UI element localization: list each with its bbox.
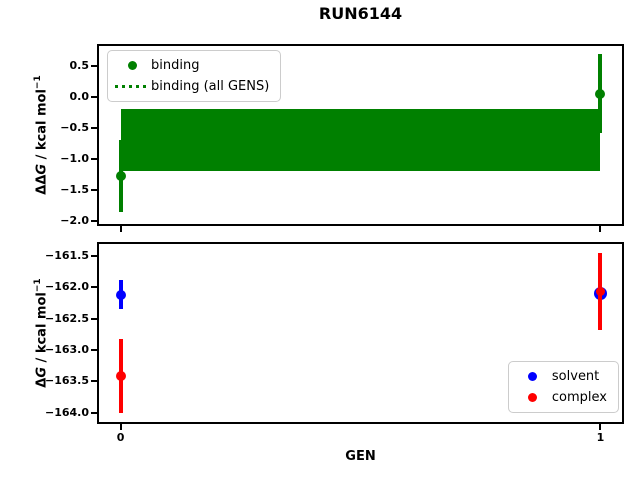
y-tick-mark	[91, 64, 97, 67]
legend-label: solvent	[551, 369, 600, 384]
y-axis-label-part: G	[34, 366, 50, 378]
y-tick-mark	[91, 317, 97, 320]
data-point-complex	[595, 287, 605, 297]
y-tick-mark	[91, 254, 97, 257]
y-tick-mark	[91, 126, 97, 129]
legend-item: binding	[113, 56, 269, 75]
data-point-binding	[115, 171, 126, 182]
y-tick-mark	[91, 348, 97, 351]
y-tick-label: −163.5	[44, 374, 89, 388]
y-axis-label: ΔG / kcal mol−1	[29, 233, 50, 433]
y-tick-label: −2.0	[60, 213, 89, 227]
y-tick-label: −162.0	[44, 280, 89, 294]
legend-dot	[528, 393, 538, 402]
y-axis-label-part: Δ	[34, 377, 50, 388]
x-tick-mark	[599, 424, 602, 430]
legend-item: binding (all GENS)	[113, 77, 269, 96]
subplot-0-axes	[97, 44, 624, 226]
subplot-1-axes	[97, 242, 624, 424]
uncertainty-band	[120, 108, 601, 171]
dot-marker-icon	[113, 61, 151, 70]
legend-box-bottom: solvent complex	[507, 361, 619, 413]
y-axis-label-part: / kcal mol	[34, 89, 50, 164]
legend-dot	[528, 372, 538, 381]
y-tick-label: −1.5	[60, 182, 89, 196]
data-point-binding	[595, 88, 606, 99]
y-tick-label: 0.0	[69, 89, 90, 103]
dot-marker-icon	[514, 372, 552, 381]
y-tick-mark	[91, 219, 97, 222]
y-tick-label: −164.0	[44, 405, 89, 419]
x-tick-label: 0	[116, 431, 125, 444]
dot-marker-icon	[514, 393, 552, 402]
legend-label: binding (all GENS)	[151, 79, 270, 94]
y-tick-label: −1.0	[60, 151, 89, 165]
chart-title: RUN6144	[318, 4, 403, 23]
data-point-solvent	[115, 289, 126, 300]
y-tick-mark	[91, 157, 97, 160]
y-tick-label: −163.0	[44, 342, 89, 356]
x-axis-label: GEN	[345, 449, 376, 464]
legend-item: complex	[514, 388, 607, 407]
y-axis-label-part: −1	[33, 75, 43, 90]
y-tick-label: 0.5	[69, 58, 90, 72]
legend-item: solvent	[514, 367, 607, 386]
x-tick-label: 1	[596, 431, 605, 444]
y-axis-label-part: G	[34, 163, 50, 175]
legend-dot	[127, 61, 137, 70]
legend-dotted-line	[115, 85, 149, 88]
y-axis-label: ΔΔG / kcal mol−1	[29, 35, 50, 235]
y-axis-label-part: −1	[33, 278, 43, 293]
y-tick-mark	[91, 95, 97, 98]
y-axis-label-part: / kcal mol	[34, 292, 50, 367]
dotted-line-icon	[113, 85, 151, 88]
legend-label: binding	[151, 58, 200, 73]
x-tick-mark	[119, 226, 122, 232]
legend-label: complex	[551, 390, 607, 405]
legend-box-top: binding binding (all GENS)	[107, 50, 282, 102]
y-tick-mark	[91, 411, 97, 414]
y-tick-label: −161.5	[44, 248, 89, 262]
y-tick-label: −0.5	[60, 120, 89, 134]
data-point-complex	[115, 371, 126, 382]
x-tick-mark	[119, 424, 122, 430]
x-tick-mark	[599, 226, 602, 232]
y-axis-label-part: ΔΔ	[34, 174, 50, 195]
y-tick-label: −162.5	[44, 311, 89, 325]
y-tick-mark	[91, 380, 97, 383]
y-tick-mark	[91, 188, 97, 191]
y-tick-mark	[91, 286, 97, 289]
